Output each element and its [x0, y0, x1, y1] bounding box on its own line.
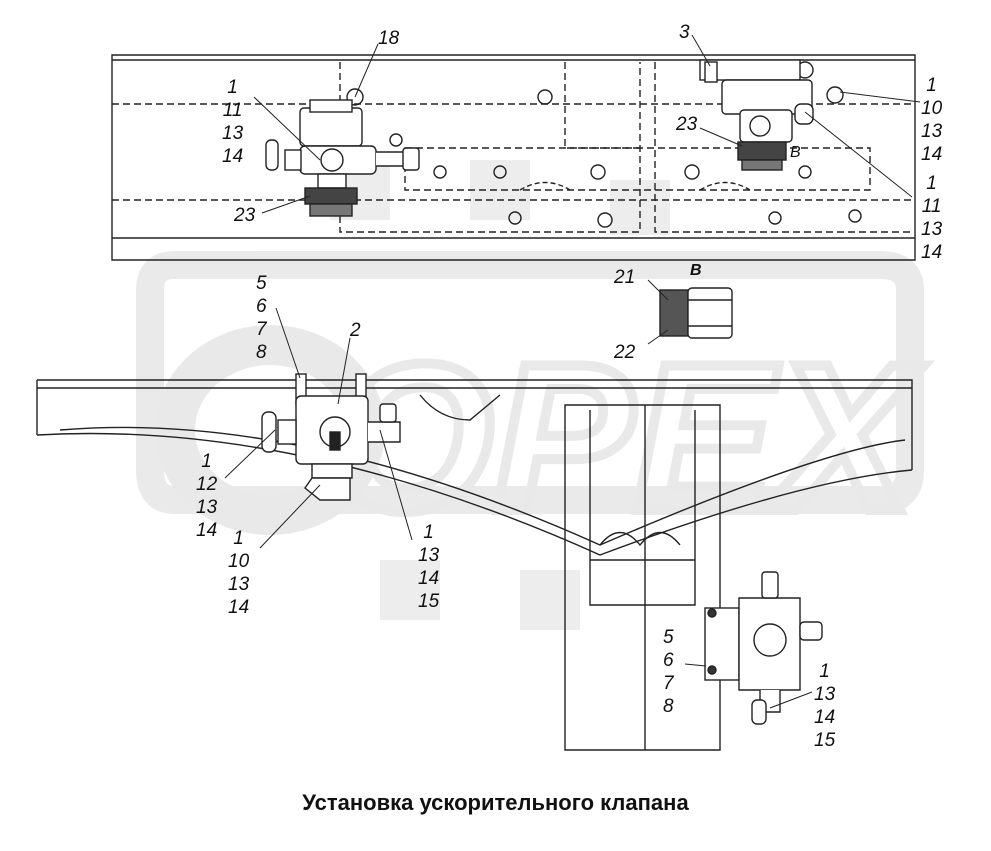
watermark-logo: OPEX	[136, 160, 929, 630]
callout-m-2: 2	[350, 320, 361, 341]
callout-tl-23: 23	[234, 205, 256, 226]
accelerator-valve-top-left	[265, 99, 420, 217]
accelerator-valve-middle	[261, 373, 401, 501]
view-b-title: В	[690, 262, 702, 279]
callout-tr-b: В	[790, 144, 801, 161]
detail-view-b	[659, 287, 733, 339]
callout-v-22: 22	[614, 342, 636, 363]
middle-frame-view	[36, 379, 913, 751]
figure-caption: Установка ускорительного клапана	[302, 790, 689, 815]
watermark-text: OPEX	[330, 320, 924, 555]
callout-tl-18: 18	[378, 28, 400, 49]
leader-lines	[224, 34, 921, 709]
accelerator-valve-bottom-right	[704, 571, 823, 725]
callout-v-21: 21	[614, 267, 636, 288]
callout-tr-3: 3	[679, 22, 690, 43]
accelerator-valve-top-right	[699, 59, 814, 171]
callout-tr-23: 23	[676, 114, 698, 135]
